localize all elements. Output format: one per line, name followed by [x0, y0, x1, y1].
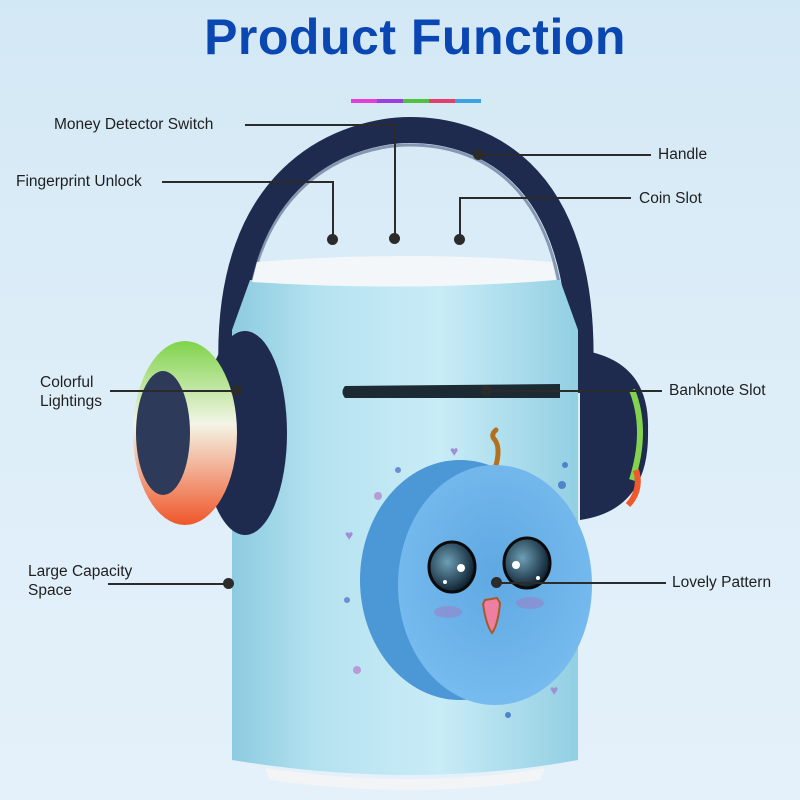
callout-handle: Handle: [658, 146, 708, 163]
lid: [252, 256, 556, 287]
callout-banknote-slot: Banknote Slot: [669, 382, 766, 399]
callout-lovely-pattern: Lovely Pattern: [672, 574, 772, 591]
page-title: Product Function: [204, 9, 626, 65]
banknote-slot: [342, 384, 560, 398]
handle-headband: [218, 116, 594, 393]
callout-money-detector-switch: Money Detector Switch: [54, 116, 214, 133]
callout-colorful-lightings: Colorful Lightings: [40, 374, 103, 410]
callout-large-capacity-space: Large Capacity Space: [28, 563, 133, 599]
callout-coin-slot: Coin Slot: [639, 190, 702, 207]
callout-fingerprint-unlock: Fingerprint Unlock: [16, 173, 142, 190]
svg-text:♥: ♥: [550, 682, 558, 698]
svg-text:♥: ♥: [345, 527, 353, 543]
svg-text:♥: ♥: [450, 443, 458, 459]
accent-color-bar: [351, 99, 481, 103]
